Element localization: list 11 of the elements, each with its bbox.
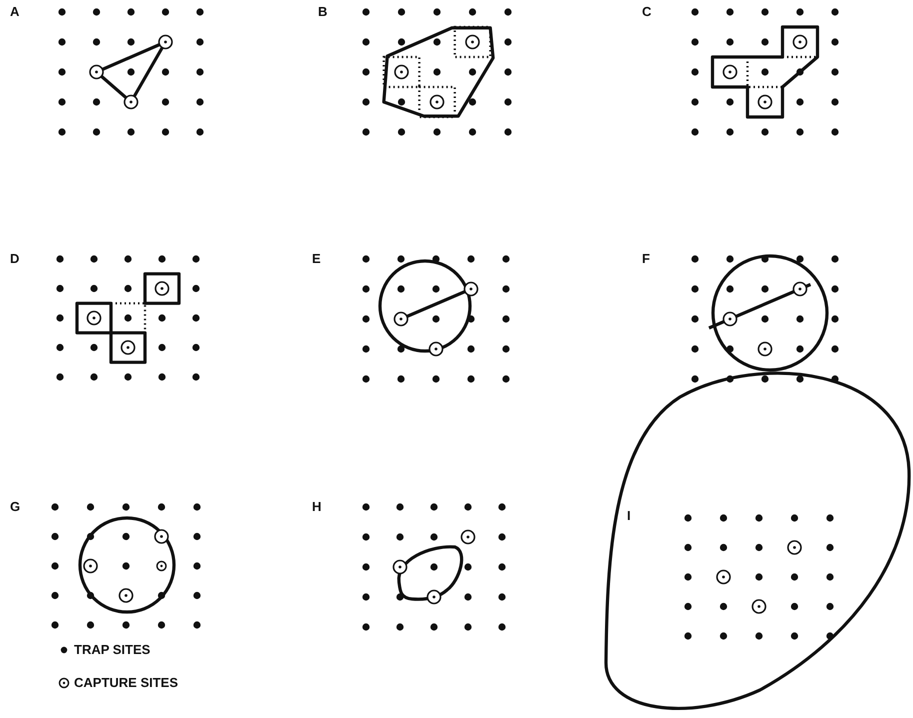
panel-label: A — [10, 5, 20, 19]
panel-label: I — [627, 509, 631, 523]
panel-label: E — [312, 252, 321, 266]
panel-label: D — [10, 252, 20, 266]
legend-text: CAPTURE SITES — [74, 676, 178, 690]
legend-text: TRAP SITES — [74, 643, 150, 657]
panel-label: B — [318, 5, 328, 19]
panel-label: G — [10, 500, 20, 514]
panel-label: F — [642, 252, 650, 266]
panel-label: H — [312, 500, 322, 514]
panel-label: C — [642, 5, 652, 19]
